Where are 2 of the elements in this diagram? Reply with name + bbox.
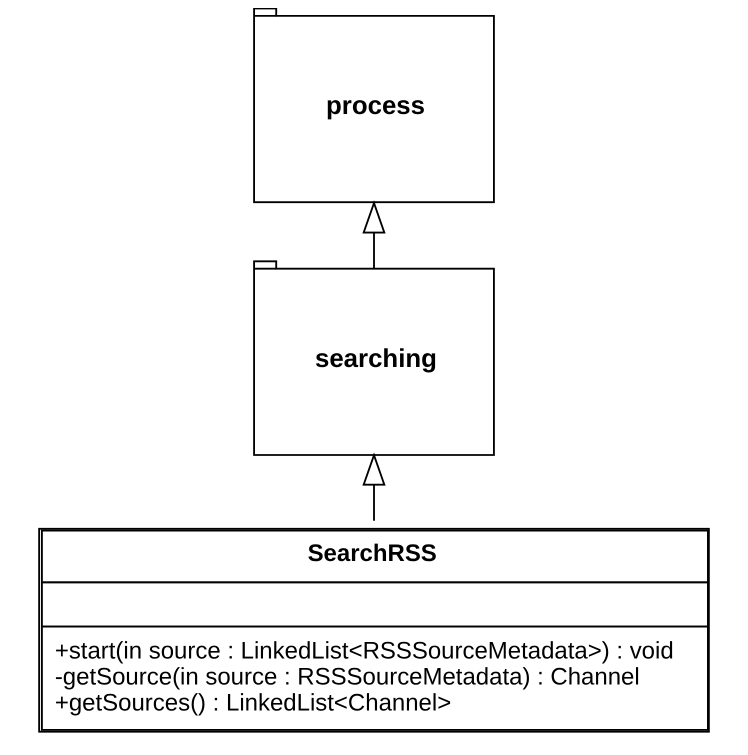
arrow	[362, 452, 386, 521]
arrow	[362, 200, 386, 269]
